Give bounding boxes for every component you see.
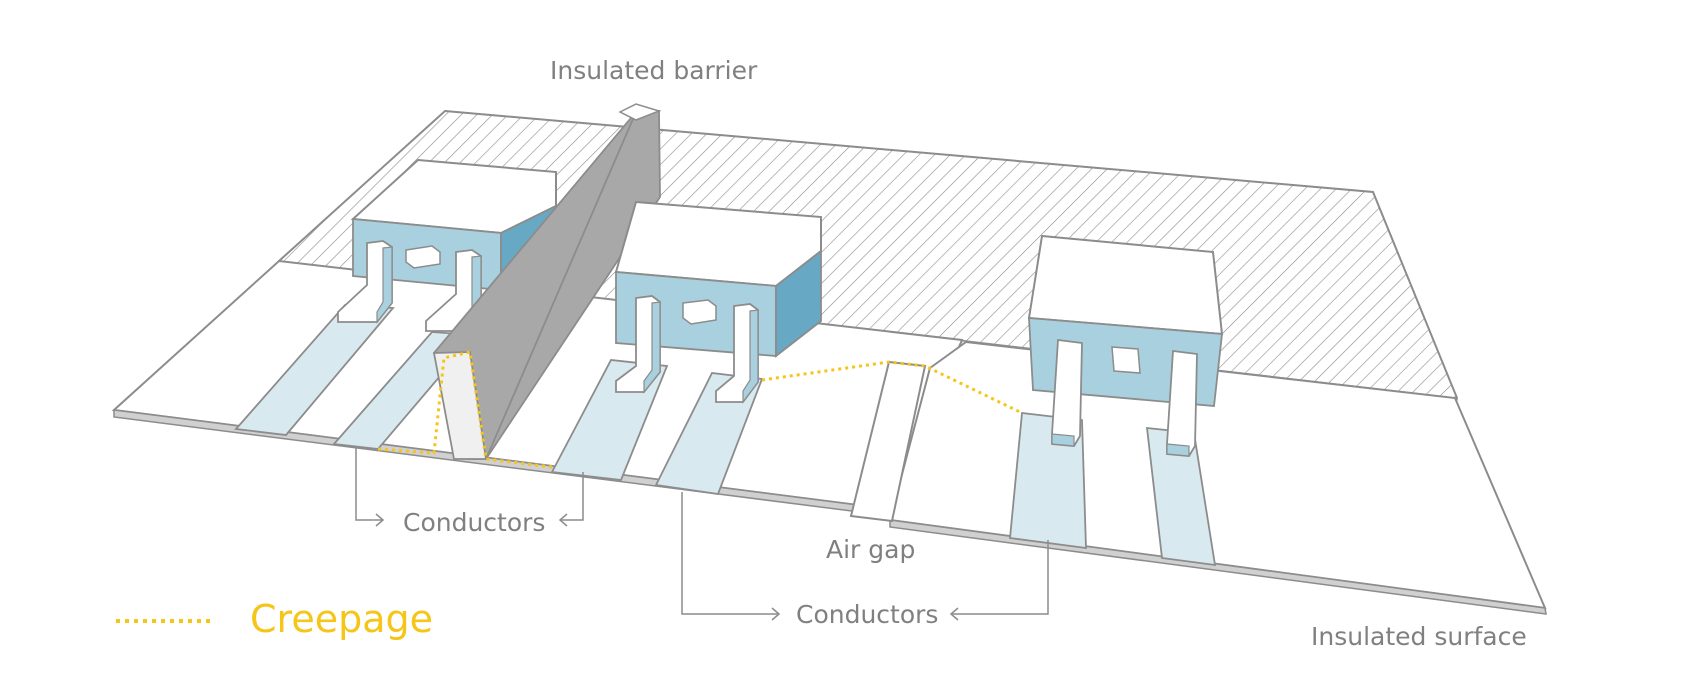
conductors-right-arrow	[771, 607, 781, 621]
insulated-surface-label: Insulated surface	[1311, 622, 1527, 651]
conductors-right-label: Conductors	[796, 600, 939, 629]
component-middle	[614, 200, 822, 404]
conductors-left-arrow-right	[558, 513, 568, 527]
conductors-right-bracket	[681, 492, 779, 615]
creepage-path-airgap	[761, 360, 1023, 415]
conductors-left-arrow	[375, 513, 385, 527]
creepage-legend-label: Creepage	[250, 597, 433, 641]
barrier-label: Insulated barrier	[550, 56, 758, 85]
conductor-trace	[234, 304, 395, 436]
conductors-left-label: Conductors	[403, 508, 546, 537]
air-gap-label: Air gap	[826, 535, 916, 564]
conductors-left-bracket	[355, 447, 383, 521]
conductors-right-bracket-right	[951, 540, 1049, 615]
conductors-right-arrow-right	[949, 607, 959, 621]
conductors-left-bracket-right	[560, 472, 584, 521]
component-left	[337, 158, 557, 333]
component-right	[1027, 234, 1224, 457]
air-gap-slot	[849, 360, 927, 523]
